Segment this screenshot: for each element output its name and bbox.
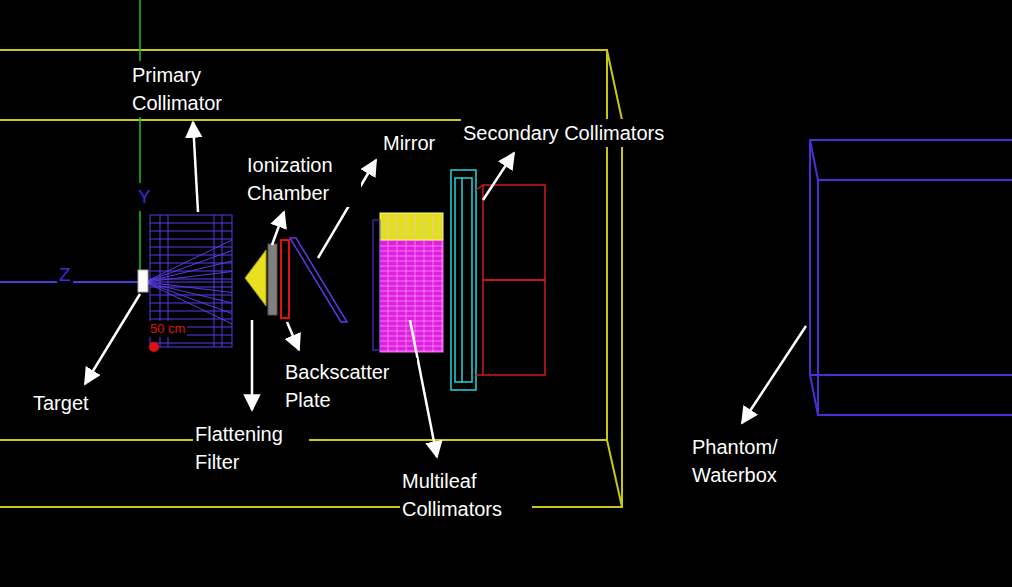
secondary-collimators xyxy=(476,185,545,375)
part-label: Secondary Collimators xyxy=(461,119,666,147)
multileaf-collimators xyxy=(373,213,443,352)
y-axis xyxy=(139,0,141,290)
part-label: Primary Collimator xyxy=(130,61,254,117)
axis-label: 50 cm xyxy=(148,321,187,337)
jaws xyxy=(451,170,476,390)
part-label: Ionization Chamber xyxy=(245,151,361,207)
part-label: Backscatter Plate xyxy=(283,358,417,414)
leader-arrows xyxy=(85,122,806,457)
part-label: Multileaf Collimators xyxy=(400,467,532,523)
mirror xyxy=(290,238,347,322)
primary-collimator xyxy=(145,215,232,347)
part-label: Phantom/ Waterbox xyxy=(690,433,796,489)
ionization-chamber xyxy=(268,244,277,315)
part-label: Mirror xyxy=(381,129,437,157)
axis-label: Z xyxy=(57,261,73,289)
part-label: Target xyxy=(31,389,91,417)
axis-label: Y xyxy=(136,183,153,211)
phantom-waterbox xyxy=(810,140,1012,415)
backscatter-plate xyxy=(281,240,289,318)
part-label: Flattening Filter xyxy=(193,420,309,476)
target xyxy=(138,270,148,292)
origin-marker xyxy=(149,342,159,352)
flattening-filter xyxy=(245,250,266,306)
